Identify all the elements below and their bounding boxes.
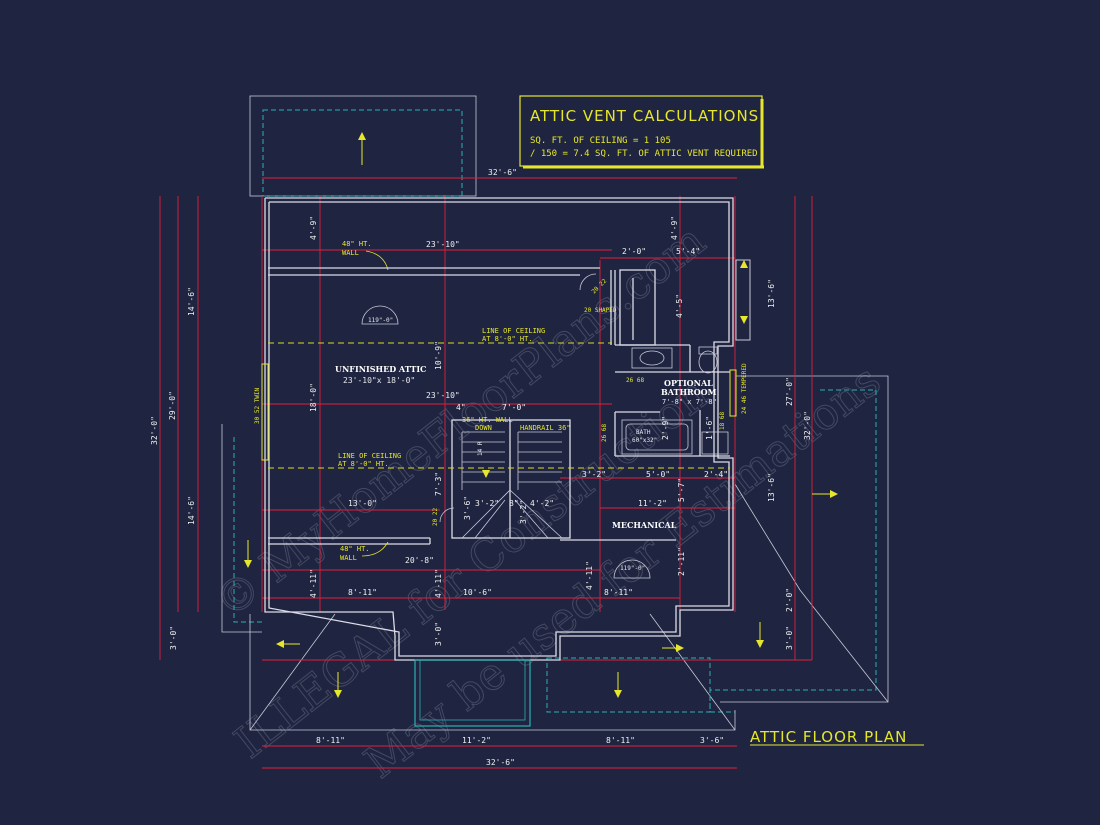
twin-window-note: 30 52 TWIN	[254, 387, 261, 424]
dim-3-0-c: 3'-0"	[785, 626, 794, 650]
mechanical-label: MECHANICAL	[612, 520, 677, 530]
dim-2-4: 2'-4"	[704, 470, 728, 479]
dim-4-11-a: 4'-11"	[309, 569, 318, 598]
attic-hatches	[361, 273, 651, 579]
dim-5-0: 5'-0"	[646, 470, 670, 479]
staircase	[451, 419, 571, 539]
room-labels: UNFINISHED ATTIC 23'-10"x 18'-0" OPTIONA…	[335, 364, 717, 530]
dim-4-11-c: 4'-11"	[585, 561, 594, 590]
dim-5-4: 5'-4"	[676, 247, 700, 256]
door-2668-b: 26 68	[601, 424, 608, 442]
bath-size: 60"x32"	[632, 437, 657, 444]
unfinished-attic-label: UNFINISHED ATTIC	[335, 364, 426, 374]
dim-2-9: 2'-9"	[661, 416, 670, 440]
unfinished-attic-size: 23'-10"x 18'-0"	[343, 376, 415, 385]
dim-3-0-a: 3'-0"	[434, 622, 443, 646]
vent-box-line-1: SQ. FT. OF CEILING = 1 105	[530, 136, 671, 146]
walls	[264, 197, 734, 661]
dim-32-0-a: 32'-0"	[150, 416, 159, 445]
dim-14-6-a: 14'-6"	[187, 287, 196, 316]
dim-3-6-a: 3'-6"	[463, 496, 472, 520]
bath-label: BATH	[636, 429, 651, 436]
dim-7-0: 7'-0"	[502, 403, 526, 412]
dim-2-0: 2'-0"	[622, 247, 646, 256]
hatch-1-note: 119"-0"	[368, 317, 393, 324]
slope-arrows	[244, 132, 838, 698]
wall48-top-1: 48" HT.	[342, 240, 372, 248]
optional-bathroom-size: 7'-8" x 7'-8"	[662, 398, 717, 406]
dim-4-2: 4'-2"	[530, 499, 554, 508]
dim-29-0: 29'-0"	[168, 391, 177, 420]
wall36-1: 36" HT. WALL	[462, 416, 513, 424]
dim-3-6-b: 3'-6"	[700, 736, 724, 745]
dim-2-11: 2'-11"	[677, 547, 686, 576]
vent-calc-box: ATTIC VENT CALCULATIONS SQ. FT. OF CEILI…	[519, 95, 764, 169]
bathroom-fixtures	[621, 346, 729, 455]
dim-top-overall: 32'-6"	[488, 168, 517, 177]
door-2022-b: 20 22	[432, 508, 439, 526]
dim-23-10-b: 23'-10"	[426, 391, 460, 400]
tempered-note: 24 46 TEMPERED	[741, 363, 748, 414]
ceiling-bot-1: LINE OF CEILING	[338, 452, 401, 460]
dim-32-0-b: 32'-0"	[803, 411, 812, 440]
dim-5-7: 5'-7"	[677, 478, 686, 502]
stair-risers: 14 R	[477, 441, 484, 456]
dim-13-0: 13'-0"	[348, 499, 377, 508]
ceiling-top-1: LINE OF CEILING	[482, 327, 545, 335]
optional-bathroom-label-2: BATHROOM	[661, 387, 717, 397]
dim-13-6-b: 13'-6"	[767, 473, 776, 502]
dim-11-2-a: 11'-2"	[638, 499, 667, 508]
windows	[261, 259, 751, 727]
dim-8-11-b: 8'-11"	[604, 588, 633, 597]
optional-bathroom-label-1: OPTIONAL	[664, 378, 713, 388]
ceiling-lines	[268, 342, 730, 469]
ceiling-top-2: AT 8'-0" HT.	[482, 335, 533, 343]
dim-4-9-b: 4'-9"	[670, 216, 679, 240]
dim-27-0: 27'-0"	[785, 377, 794, 406]
dim-11-2-b: 11'-2"	[462, 736, 491, 745]
wall36-2: DOWN	[475, 424, 492, 432]
dim-3-0-b: 3'-0"	[169, 626, 178, 650]
dim-14-6-b: 14'-6"	[187, 496, 196, 525]
dim-4-9-a: 4'-9"	[309, 216, 318, 240]
door-1868: 18 68	[719, 412, 726, 430]
dim-8: 8"	[509, 499, 519, 508]
dim-3-2-b: 3'-2"	[475, 499, 499, 508]
vent-box-title: ATTIC VENT CALCULATIONS	[530, 107, 759, 125]
dim-8-11-d: 8'-11"	[606, 736, 635, 745]
dim-4: 4"	[456, 403, 466, 412]
dim-8-11-a: 8'-11"	[348, 588, 377, 597]
dimension-labels: 32'-6" 32'-6" 4'-9" 4'-9" 23'-10" 23'-10…	[150, 168, 812, 767]
dim-20-8: 20'-8"	[405, 556, 434, 565]
dim-13-6-a: 13'-6"	[767, 279, 776, 308]
dim-4-11-b: 4'-11"	[434, 569, 443, 598]
roof-outlines	[221, 95, 889, 731]
dimension-lines	[159, 177, 813, 769]
wall48-top-2: WALL	[342, 249, 359, 257]
ceiling-bot-2: AT 8'-0" HT.	[338, 460, 389, 468]
dim-18-0: 18'-0"	[309, 383, 318, 412]
vent-box-line-2: / 150 = 7.4 SQ. FT. OF ATTIC VENT REQUIR…	[530, 149, 758, 159]
wall48-bot-1: 48" HT.	[340, 545, 370, 553]
dim-4-5: 4'-5"	[675, 294, 684, 318]
dim-8-11-c: 8'-11"	[316, 736, 345, 745]
dim-3-2-a: 3'-2"	[582, 470, 606, 479]
dim-2-0-b: 2'-0"	[785, 588, 794, 612]
plan-title: ATTIC FLOOR PLAN	[750, 728, 907, 746]
door-2668-a: 26 68	[626, 377, 644, 384]
dim-7-3: 7'-3"	[434, 472, 443, 496]
wall48-bot-2: WALL	[340, 554, 357, 562]
dim-23-10-a: 23'-10"	[426, 240, 460, 249]
dim-10-6: 10'-6"	[463, 588, 492, 597]
dim-10-9: 10'-9"	[434, 341, 443, 370]
hatch-2-note: 119"-0"	[620, 565, 645, 572]
handrail-note: HANDRAIL 36"	[520, 424, 571, 432]
shaped-note: 20 SHAPED	[584, 307, 617, 314]
dim-3-2-c: 3'-2"	[519, 500, 528, 524]
dim-bottom-overall: 32'-6"	[486, 758, 515, 767]
dim-1-6: 1'-6"	[705, 416, 714, 440]
